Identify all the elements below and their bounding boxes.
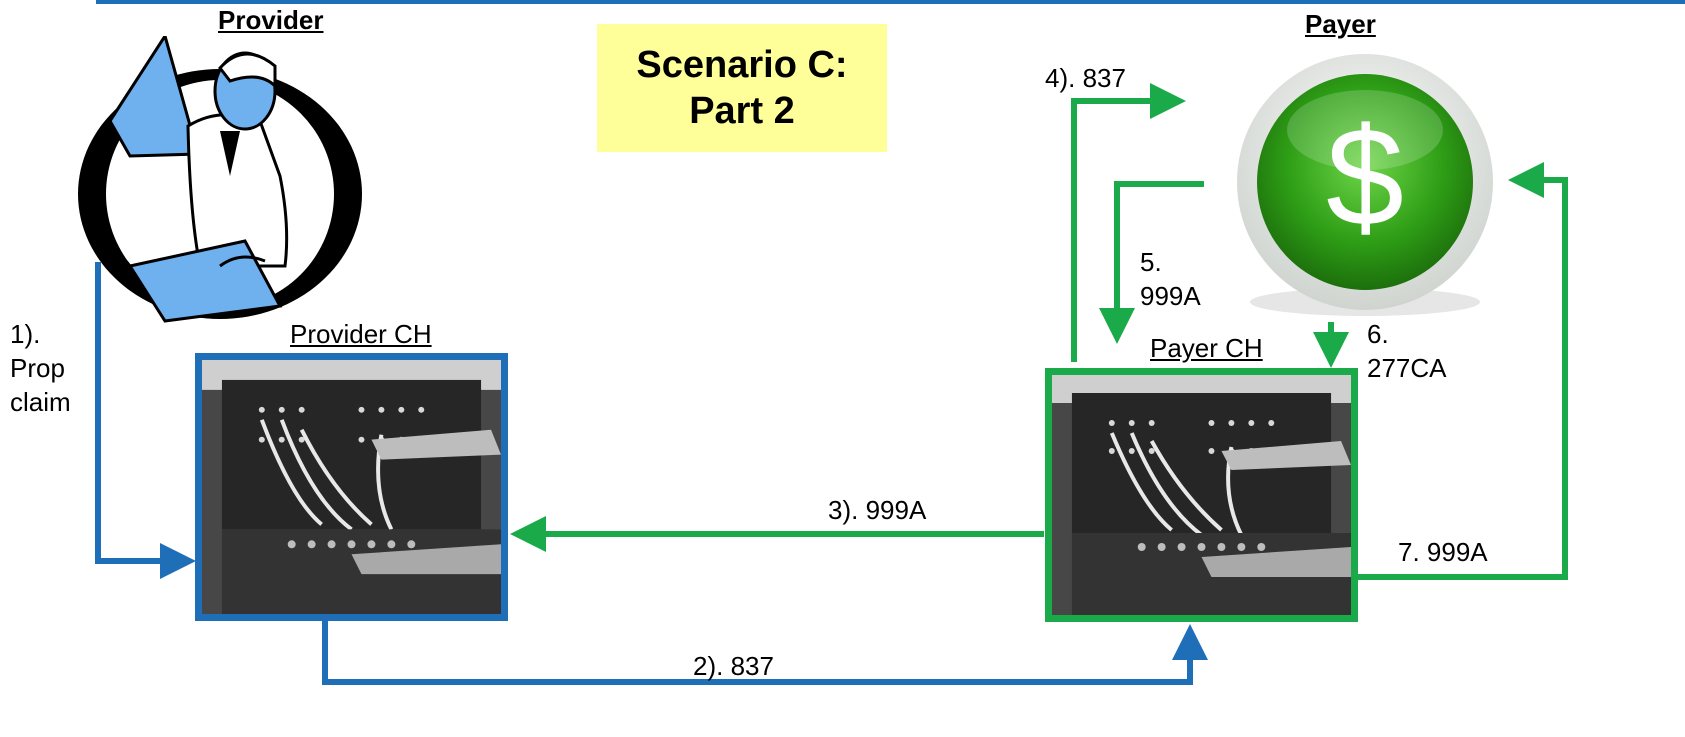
step-2-label: 2). 837 <box>693 651 774 681</box>
arrow-step-4 <box>1071 83 1186 362</box>
step-5-label-line2: 999A <box>1140 281 1201 311</box>
provider-ch-label: Provider CH <box>290 319 432 349</box>
step-3-label: 3). 999A <box>828 495 927 525</box>
payer-label: Payer <box>1305 9 1376 39</box>
payer-ch-label: Payer CH <box>1150 333 1263 363</box>
step-5-label-line1: 5. <box>1140 247 1162 277</box>
arrow-step-1 <box>95 262 196 579</box>
arrow-step-7 <box>1358 162 1568 580</box>
provider-label: Provider <box>218 5 324 35</box>
svg-text:$: $ <box>1326 98 1404 255</box>
payer-ch-switchboard-photo <box>1045 368 1358 622</box>
scenario-title-box: Scenario C: Part 2 <box>597 24 887 152</box>
provider-ch-switchboard-photo <box>195 353 508 621</box>
header-rule <box>96 0 1685 4</box>
doctor-with-laptop-icon <box>78 36 362 323</box>
step-1-label-line2: Prop <box>10 353 65 383</box>
step-1-label-line3: claim <box>10 387 71 417</box>
step-1-label-line1: 1). <box>10 319 41 349</box>
dollar-sign-icon: $ <box>1237 54 1493 316</box>
scenario-title-line1: Scenario C: <box>636 44 848 86</box>
step-7-label: 7. 999A <box>1398 537 1488 567</box>
step-6-label-line1: 6. <box>1367 319 1389 349</box>
scenario-title-line2: Part 2 <box>689 90 795 132</box>
arrow-step-5 <box>1099 181 1204 344</box>
arrow-step-2 <box>322 621 1208 685</box>
step-4-label: 4). 837 <box>1045 63 1126 93</box>
step-6-label-line2: 277CA <box>1367 353 1447 383</box>
